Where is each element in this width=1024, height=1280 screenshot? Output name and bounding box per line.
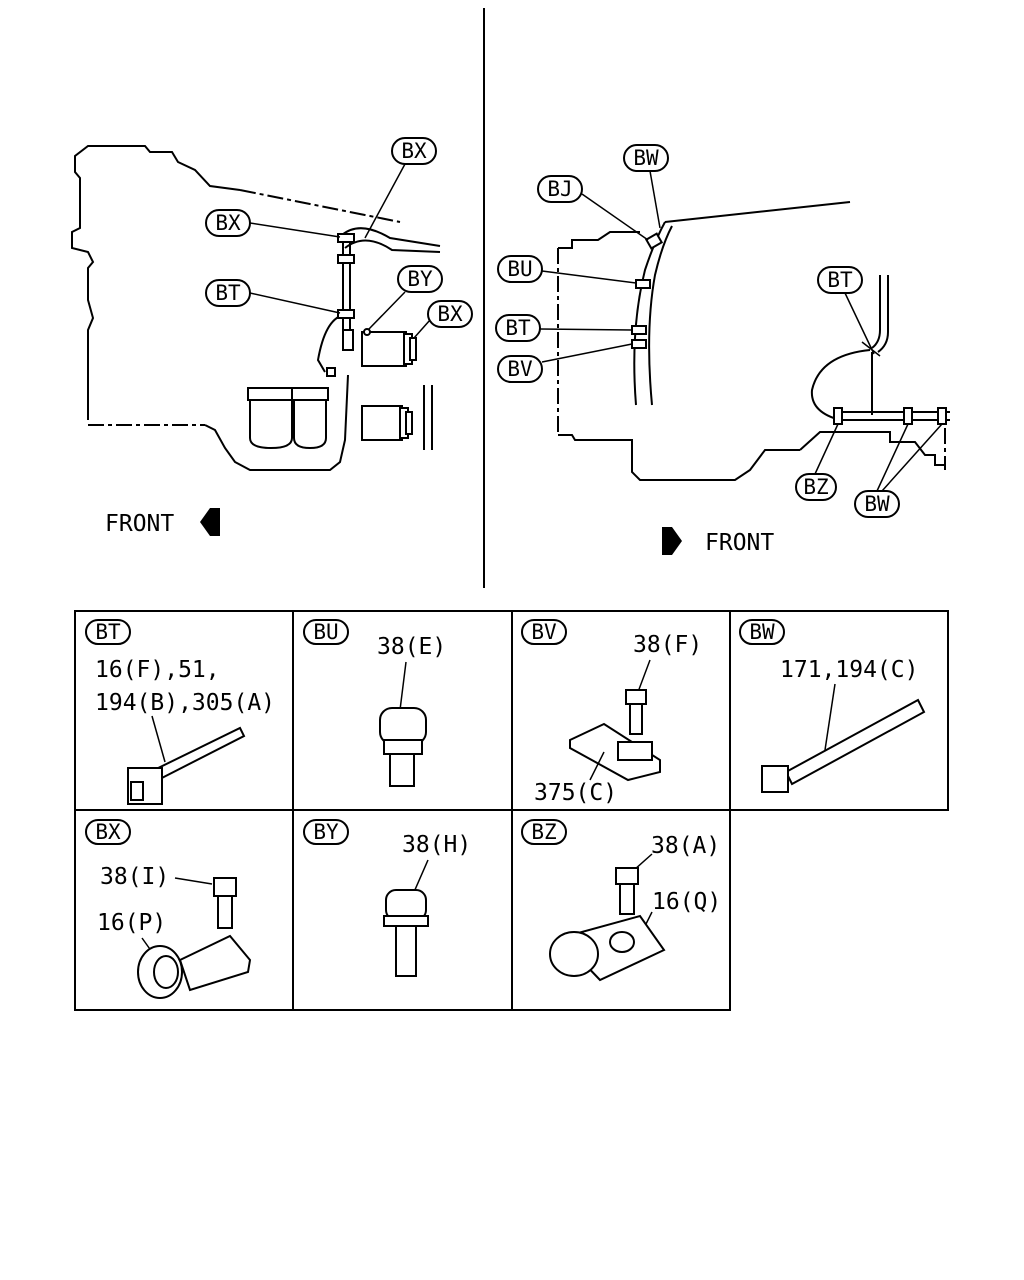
svg-text:38(I): 38(I) [100,864,169,890]
svg-text:BV: BV [507,357,533,381]
callout-bw-bottom: BW [854,423,943,518]
clamp-bz-icon [549,867,666,982]
callout-bj: BJ [537,175,649,241]
table-cell-bx: BX 38(I) 16(P) [85,819,252,999]
callout-bt-left: BT [205,279,341,314]
svg-text:38(A): 38(A) [651,833,720,859]
svg-text:BY: BY [407,267,433,291]
svg-text:194(B),305(A): 194(B),305(A) [95,690,275,716]
svg-text:BX: BX [215,211,241,235]
callout-bv: BV [497,343,633,383]
svg-text:BJ: BJ [547,177,572,201]
svg-text:BZ: BZ [803,475,828,499]
svg-text:BX: BX [95,820,121,844]
svg-text:BT: BT [95,620,121,644]
bolt-by-icon [383,889,429,977]
front-arrow-right-icon [662,527,682,555]
svg-text:38(E): 38(E) [377,634,446,660]
svg-text:38(H): 38(H) [402,832,471,858]
callout-bt-far: BT [817,266,881,357]
svg-text:BU: BU [313,620,338,644]
table-cell-bw: BW 171,194(C) [739,619,926,793]
table-cell-bt: BT 16(F),51, 194(B),305(A) [85,619,275,805]
cable-tie-bw-icon [761,698,926,793]
front-label-left: FRONT [105,511,174,537]
front-label-right: FRONT [705,530,774,556]
svg-text:BU: BU [507,257,532,281]
callout-bx-top: BX [364,137,437,239]
callout-bz: BZ [795,423,839,501]
table-cell-by: BY 38(H) [303,819,471,977]
table-cell-bz: BZ 38(A) 16(Q) [521,819,721,982]
svg-text:BW: BW [633,146,659,170]
callout-bw-top: BW [623,144,669,229]
parts-table [74,610,949,1011]
svg-text:BZ: BZ [531,820,556,844]
svg-text:BT: BT [505,316,531,340]
left-view: BX BX BT BY BX FRONT [71,137,473,537]
svg-text:16(Q): 16(Q) [652,889,721,915]
table-cell-bv: BV 38(F) 375(C) [521,619,702,806]
clip-bu-icon [379,707,427,787]
callout-bu: BU [497,255,637,284]
svg-text:16(P): 16(P) [97,910,166,936]
front-arrow-left-icon [200,508,220,536]
bracket-bv-icon [569,689,661,782]
svg-text:BW: BW [864,492,890,516]
cable-tie-bt-icon [127,726,246,805]
svg-text:375(C): 375(C) [534,780,617,806]
table-cell-bu: BU 38(E) [303,619,446,787]
svg-text:BW: BW [749,620,775,644]
svg-text:171,194(C): 171,194(C) [780,657,918,683]
svg-text:BT: BT [215,281,241,305]
callout-by: BY [367,265,443,331]
right-view: BW BJ BU BT BV BT [495,144,950,556]
svg-text:BX: BX [437,302,463,326]
svg-text:BX: BX [401,139,427,163]
callout-bx-mid: BX [205,209,341,238]
callout-bt-right: BT [495,314,633,342]
svg-text:BV: BV [531,620,557,644]
clamp-bx-icon [137,877,252,999]
svg-text:16(F),51,: 16(F),51, [95,657,220,683]
callout-bx-right: BX [413,300,473,339]
svg-text:BT: BT [827,268,853,292]
svg-text:BY: BY [313,820,339,844]
svg-text:38(F): 38(F) [633,632,702,658]
